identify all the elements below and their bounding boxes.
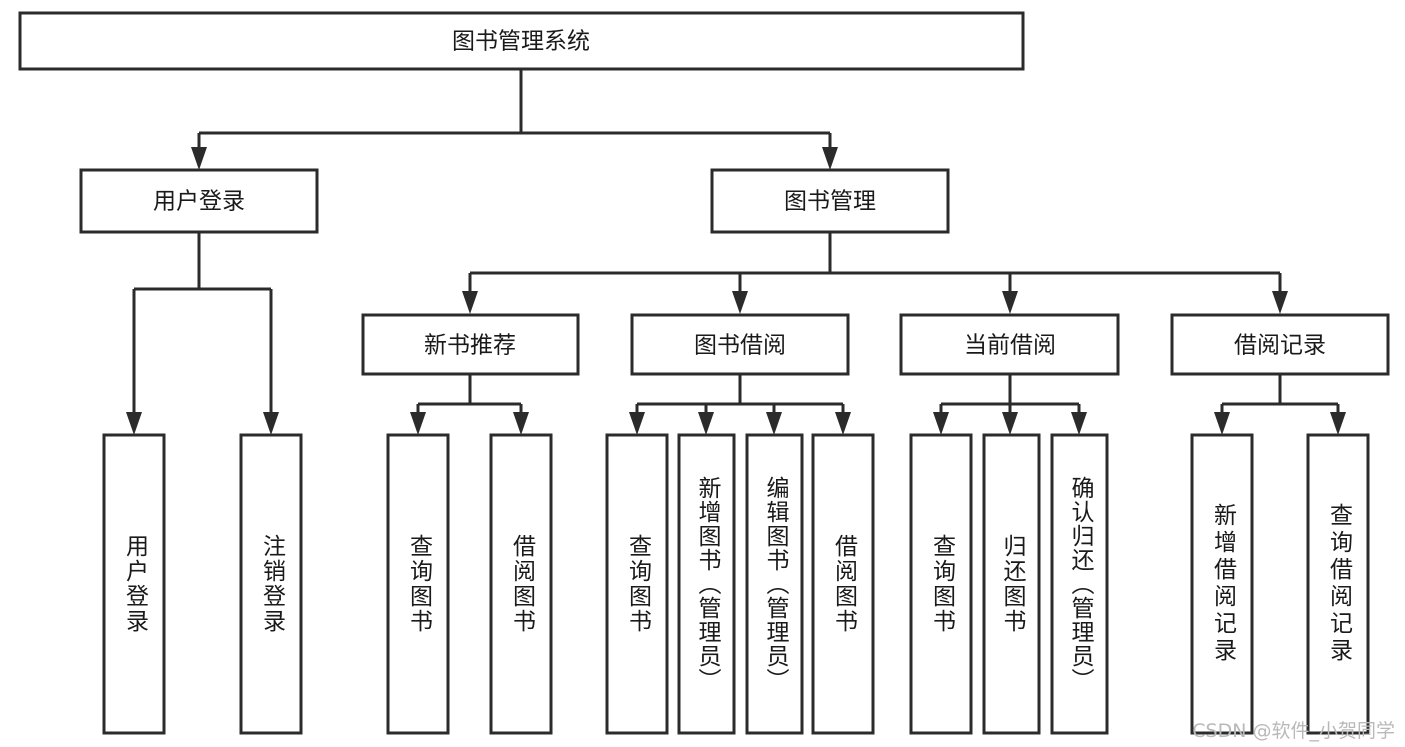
node-book-borrow[interactable]: 图书借阅 — [630, 313, 850, 376]
node-leaf-confirm-return-box[interactable] — [1050, 433, 1109, 735]
node-book-manage[interactable]: 图书管理 — [710, 168, 950, 234]
connector-bookborrow-to-leaves — [629, 374, 851, 435]
node-new-book-recommend-label: 新书推荐 — [424, 333, 516, 359]
arrow-head-leaf-query-book-1 — [410, 412, 426, 435]
node-leaf-borrow-book-2-box[interactable] — [811, 433, 875, 735]
node-user-login[interactable]: 用户登录 — [79, 168, 319, 234]
arrow-head-leaf-logout-login — [263, 412, 279, 435]
node-leaf-borrow-book-1-box[interactable] — [489, 433, 553, 735]
arrow-head-leaf-add-record — [1214, 412, 1230, 435]
arrow-head-new-book-recommend — [462, 291, 478, 314]
node-user-login-label: 用户登录 — [153, 189, 245, 215]
node-borrow-record-label: 借阅记录 — [1234, 333, 1326, 359]
node-root-label: 图书管理系统 — [452, 29, 590, 55]
node-leaf-edit-book-box[interactable] — [745, 433, 804, 735]
arrow-head-leaf-query-book-3 — [933, 412, 949, 435]
node-book-manage-box[interactable] — [710, 168, 950, 234]
node-leaf-logout-login-box[interactable] — [239, 433, 303, 735]
node-leaf-query-book-1-box[interactable] — [386, 433, 450, 735]
arrow-head-leaf-return-book — [1002, 412, 1018, 435]
node-borrow-record-box[interactable] — [1170, 313, 1390, 376]
connector-currentborrow-to-leaves — [933, 374, 1087, 435]
node-user-login-box[interactable] — [79, 168, 319, 234]
csdn-watermark: CSDN @软件_小贺同学 — [1192, 720, 1395, 742]
arrow-head-book-borrow — [732, 291, 748, 314]
arrow-head-leaf-borrow-book-1 — [513, 412, 529, 435]
node-leaf-user-login-box[interactable] — [102, 433, 166, 735]
node-leaf-query-book-2-box[interactable] — [605, 433, 669, 735]
arrow-head-user-login — [191, 147, 207, 170]
node-leaf-add-record-box[interactable] — [1190, 433, 1254, 735]
arrow-head-borrow-record — [1272, 291, 1288, 314]
arrow-head-leaf-user-login — [126, 412, 142, 435]
connector-root-to-level2 — [191, 69, 838, 170]
node-book-manage-label: 图书管理 — [784, 189, 876, 215]
arrow-head-leaf-query-record — [1330, 412, 1346, 435]
node-book-borrow-box[interactable] — [630, 313, 850, 376]
arrow-head-leaf-confirm-return — [1071, 412, 1087, 435]
node-leaf-add-book-box[interactable] — [677, 433, 736, 735]
arrow-head-current-borrow — [1002, 291, 1018, 314]
node-current-borrow[interactable]: 当前借阅 — [899, 313, 1120, 376]
connector-bookmanage-to-level3 — [462, 232, 1288, 314]
connector-newbook-to-leaves — [410, 374, 529, 435]
node-new-book-recommend[interactable]: 新书推荐 — [361, 313, 580, 376]
node-borrow-record[interactable]: 借阅记录 — [1170, 313, 1390, 376]
connector-borrowrecord-to-leaves — [1214, 374, 1346, 435]
node-root-box[interactable] — [18, 11, 1025, 71]
arrow-head-book-manage — [822, 147, 838, 170]
arrow-head-leaf-edit-book — [766, 412, 782, 435]
node-book-borrow-label: 图书借阅 — [694, 333, 786, 359]
arrow-head-leaf-add-book — [698, 412, 714, 435]
node-leaf-query-book-3-box[interactable] — [909, 433, 973, 735]
arrow-head-leaf-query-book-2 — [629, 412, 645, 435]
connector-userlogin-to-leaves — [126, 232, 279, 435]
node-current-borrow-label: 当前借阅 — [964, 333, 1056, 359]
node-new-book-recommend-box[interactable] — [361, 313, 580, 376]
node-root[interactable]: 图书管理系统 — [18, 11, 1025, 71]
arrow-head-leaf-borrow-book-2 — [835, 412, 851, 435]
node-leaf-return-book-box[interactable] — [982, 433, 1041, 735]
node-leaf-query-record-box[interactable] — [1306, 433, 1370, 735]
node-current-borrow-box[interactable] — [899, 313, 1120, 376]
